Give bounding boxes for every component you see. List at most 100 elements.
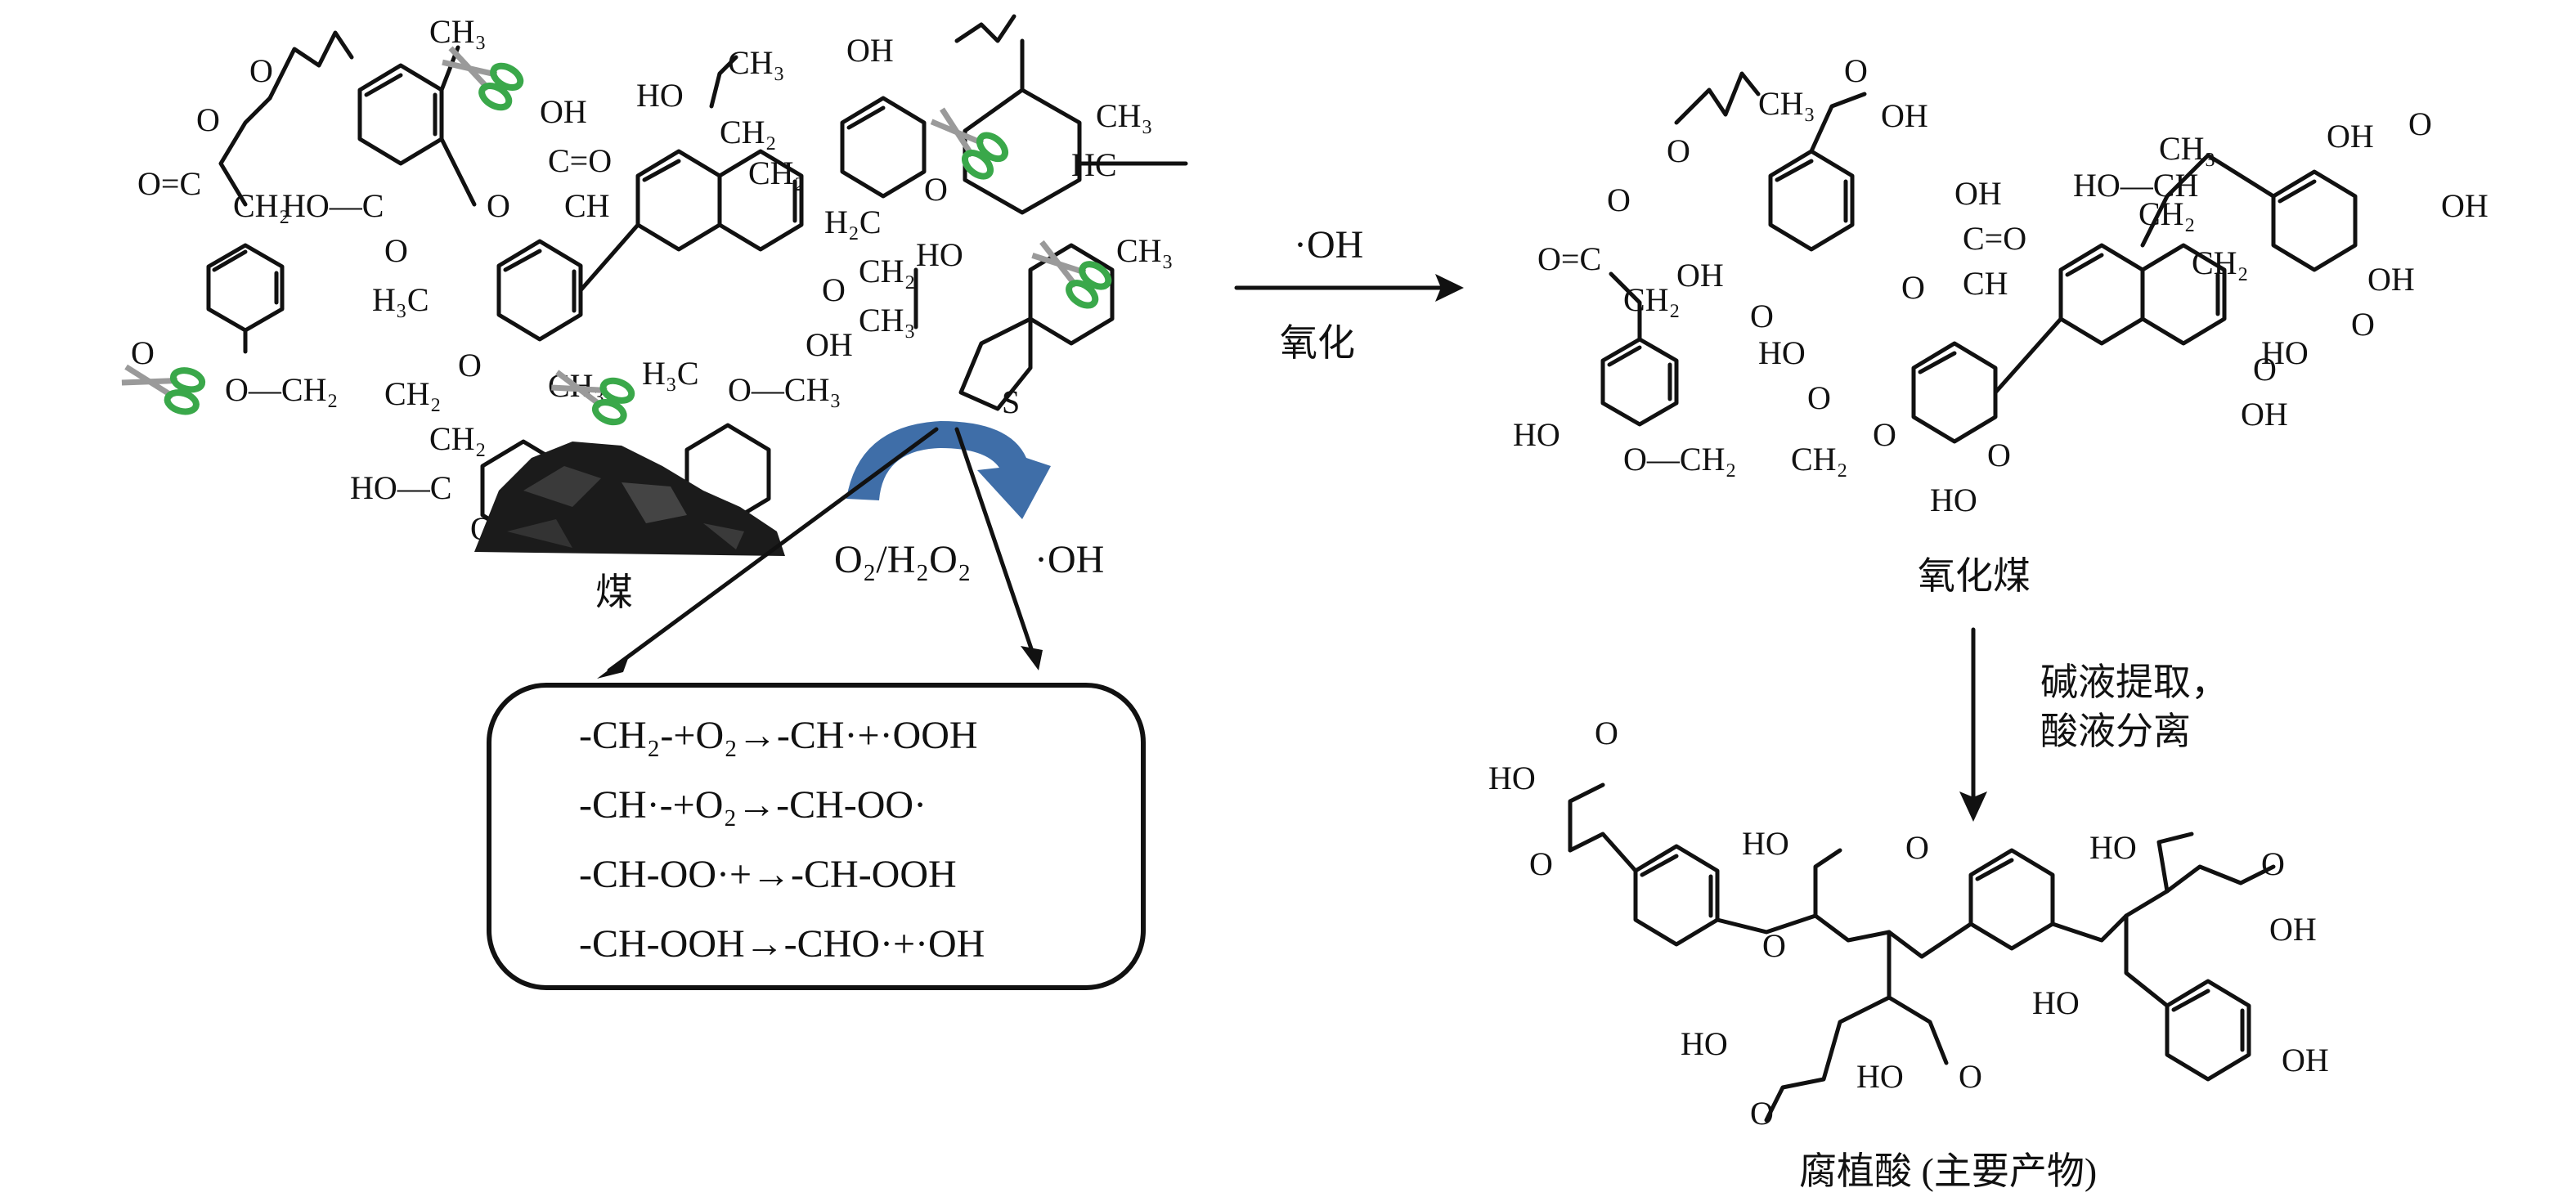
atom-label: CH₃: [2159, 130, 2216, 167]
oxidation-label: 氧化: [1280, 322, 1355, 364]
atom-label: O: [458, 347, 482, 383]
atom-label: H₃C: [372, 281, 429, 318]
atom-label: HO—C: [282, 187, 384, 224]
atom-label: HO: [1513, 416, 1560, 453]
atom-label: O—CH₃: [728, 371, 841, 408]
humic-acid-structure: [1568, 782, 2276, 1123]
extraction-arrow: [1959, 627, 1987, 822]
atom-label: CH₂: [2192, 244, 2249, 281]
atom-label: HO—C: [350, 469, 451, 506]
atom-label: HO—CH: [2073, 167, 2198, 204]
atom-label: O: [2253, 351, 2277, 388]
atom-label: O: [2351, 306, 2375, 343]
atom-label: O: [924, 171, 948, 208]
atom-label: O: [822, 271, 846, 308]
atom-label: OH: [2327, 118, 2374, 155]
reaction-step: -CH-OO·+→-CH-OOH: [579, 853, 957, 896]
atom-label: HO: [1856, 1058, 1904, 1095]
atom-label: HC: [1071, 146, 1117, 183]
atom-label: CH₂: [859, 253, 916, 289]
atom-label: O: [1873, 416, 1896, 453]
atom-label: CH₃: [1758, 85, 1815, 122]
atom-label: HO: [916, 236, 963, 273]
scissors-icon: [551, 370, 635, 426]
humic-acid-label: 腐植酸 (主要产物): [1799, 1150, 2097, 1192]
atom-label: O—CH₂: [225, 371, 338, 408]
atom-label: OH: [846, 32, 894, 69]
atom-label: O: [1807, 379, 1831, 416]
atom-label: OH: [2282, 1042, 2329, 1078]
humic-acid-atom-labels: O HO O O HO O HO O OH HO OH HO O HO O: [1488, 715, 2329, 1132]
atom-label: S: [1002, 383, 1020, 420]
oxidized-coal-atom-labels: CH₃ O OH O O O=C CH₂ OH O O OH C=O CH HO…: [1513, 52, 2488, 518]
atom-label: CH₃: [1096, 97, 1153, 134]
scissors-icon: [1031, 240, 1112, 309]
atom-label: O: [1901, 269, 1925, 306]
atom-label: OH: [1881, 97, 1928, 134]
atom-label: CH₂: [748, 155, 806, 191]
oxidized-coal-label: 氧化煤: [1918, 555, 2031, 597]
reaction-step: -CH₂-+O₂→-CH·+·OOH: [579, 714, 978, 757]
atom-label: O: [196, 101, 220, 138]
atom-label: OH: [2269, 911, 2317, 948]
scissors-icon: [442, 46, 524, 111]
reaction-step: -CH-OOH→-CHO·+·OH: [579, 922, 985, 966]
atom-label: O: [1607, 182, 1631, 218]
extraction-label-line2: 酸液分离: [2040, 711, 2191, 752]
atom-label: HO: [636, 77, 684, 114]
atom-label: O: [487, 187, 510, 224]
atom-label: O: [131, 334, 155, 371]
coal-lumps-image: [474, 442, 785, 556]
atom-label: OH: [806, 326, 853, 363]
oh-radical-label: ·OH: [1034, 538, 1104, 581]
atom-label: CH₃: [728, 44, 785, 81]
atom-label: CH₃: [1116, 232, 1174, 269]
atom-label: CH₂: [384, 375, 442, 412]
extraction-label-line1: 碱液提取，: [2040, 661, 2228, 703]
coal-label: 煤: [595, 572, 633, 613]
o2-h2o2-label: O₂/H₂O₂: [834, 538, 972, 581]
atom-label: O: [1844, 52, 1868, 89]
atom-label: HO: [2032, 984, 2080, 1021]
scissors-icon: [121, 364, 206, 415]
scissors-icons: [121, 46, 1112, 426]
atom-label: OH: [2441, 187, 2488, 224]
oxidation-arrow: [1234, 274, 1464, 302]
coal-atom-labels: CH₃ O O O=C CH₂ HO—C O OH C=O CH O HO CH…: [131, 13, 1174, 547]
atom-label: CH: [1963, 265, 2008, 302]
atom-label: OH: [2241, 396, 2288, 433]
atom-label: O=C: [1537, 240, 1601, 277]
atom-label: CH₂: [720, 114, 777, 150]
oxidant-label: ·OH: [1294, 223, 1363, 267]
atom-label: O: [1595, 715, 1618, 751]
atom-label: CH₂: [2138, 195, 2196, 232]
atom-label: HO: [1742, 825, 1789, 862]
reaction-arrows: [597, 427, 1043, 679]
atom-label: HO: [1681, 1025, 1728, 1062]
atom-label: CH₂: [1791, 441, 1848, 477]
atom-label: O: [2408, 105, 2432, 142]
atom-label: O: [1750, 298, 1774, 334]
atom-label: HO: [1758, 334, 1806, 371]
atom-label: OH: [1954, 175, 2002, 212]
atom-label: O: [384, 232, 408, 269]
atom-label: HO: [1488, 760, 1536, 796]
atom-label: OH: [540, 93, 587, 130]
atom-label: CH₃: [429, 13, 487, 50]
atom-label: CH₂: [429, 420, 487, 457]
atom-label: O: [2261, 845, 2285, 882]
atom-label: O=C: [137, 165, 201, 202]
atom-label: C=O: [548, 142, 612, 179]
coal-structure: [206, 14, 1188, 542]
atom-label: CH: [564, 187, 610, 224]
atom-label: H₂C: [824, 204, 882, 240]
atom-label: O: [1905, 829, 1929, 866]
atom-label: CH₃: [859, 302, 916, 338]
scissors-icon: [930, 107, 1009, 180]
atom-label: C=O: [1963, 220, 2026, 257]
atom-label: O: [1750, 1095, 1774, 1132]
atom-label: CH₂: [1623, 281, 1681, 318]
atom-label: CH₂: [233, 187, 290, 224]
atom-label: O: [1529, 845, 1553, 882]
